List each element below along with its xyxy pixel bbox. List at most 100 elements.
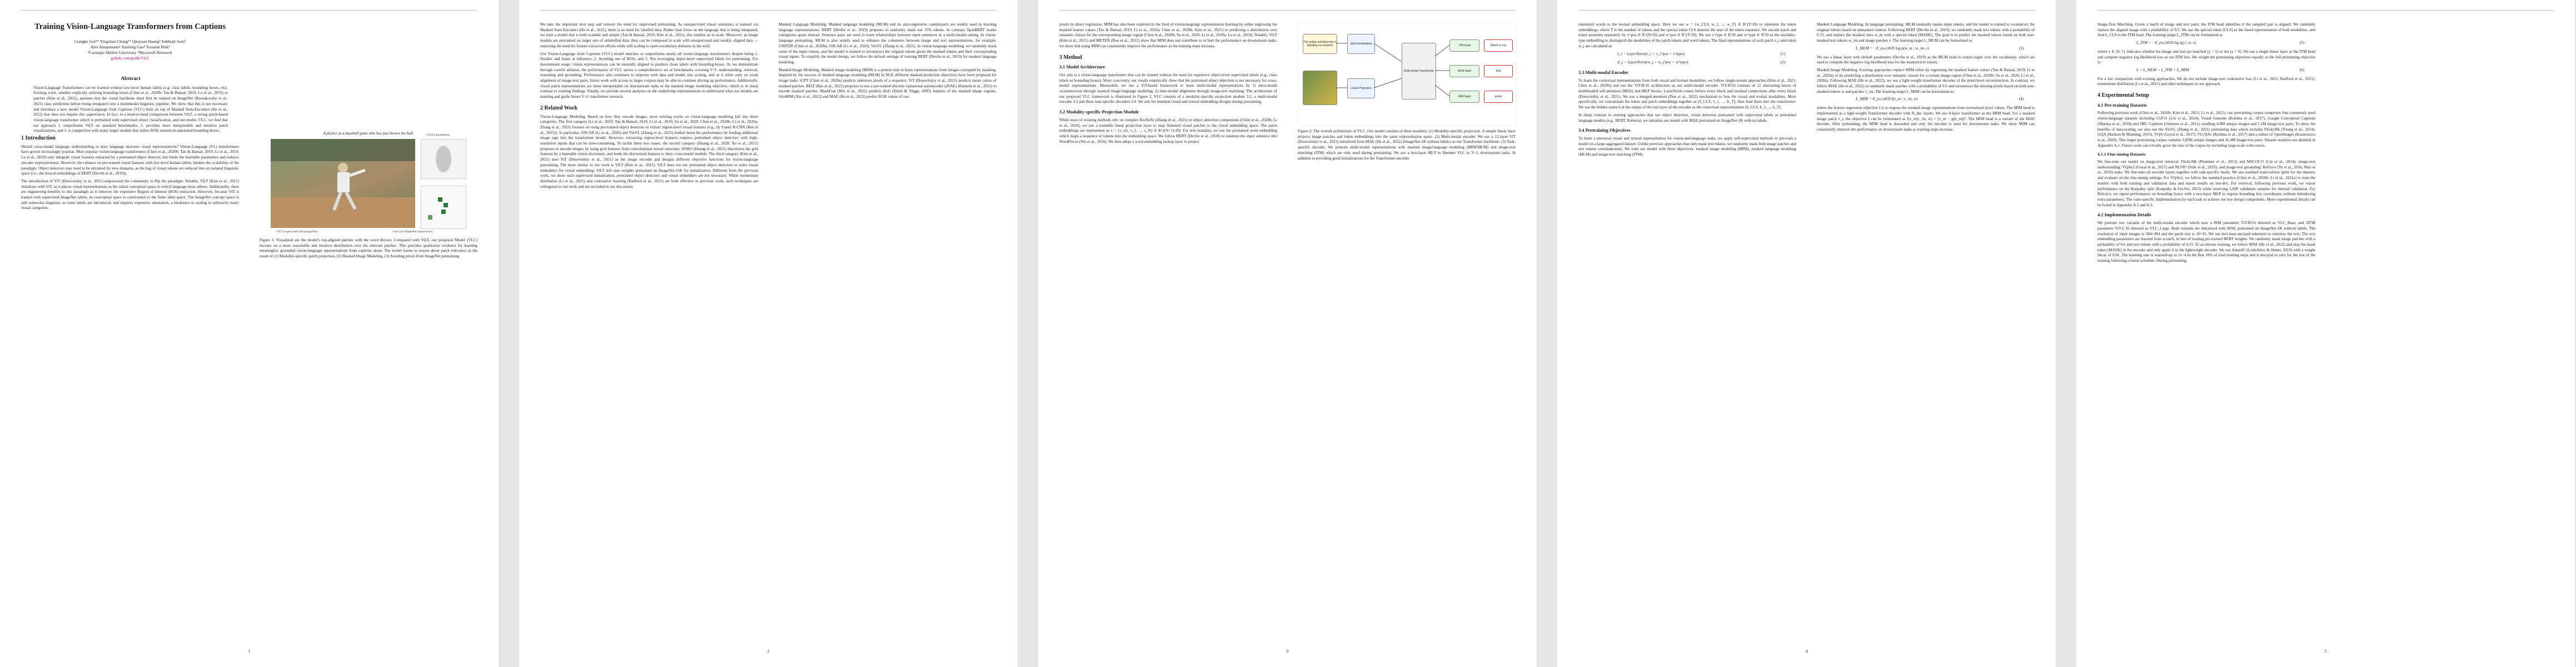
header-rule <box>1578 10 2035 11</box>
arrow <box>1434 44 1450 57</box>
paragraph: tokenized words to the textual embedding… <box>1578 22 1796 48</box>
paragraph: Masked Language Modeling. In language pr… <box>1817 22 2035 43</box>
subsection-heading: 4.2 Implementation Details <box>2097 212 2151 218</box>
coco-annotation-panel <box>421 139 466 179</box>
subsection-heading: 3.1 Model Architecture <box>1059 64 1105 70</box>
paragraph: We fine-tune our model on image-text ret… <box>2097 160 2315 207</box>
itm-head-box: ITM head <box>1449 39 1479 52</box>
page-number: 4 <box>1805 649 1808 654</box>
mlm-output: bird <box>1484 65 1513 77</box>
paragraph: Masked Image Modeling. Masked image mode… <box>779 67 996 99</box>
paragraph: Vision-Language Modeling. Based on how t… <box>540 114 758 189</box>
abstract: Abstract Vision-Language Transformers ca… <box>33 76 228 134</box>
stands <box>271 139 415 161</box>
page-number: 1 <box>248 649 251 654</box>
arrow <box>1373 78 1402 88</box>
intro-column: 1 Introduction Should cross-modal langua… <box>21 130 239 213</box>
page-2: We take the important next step and remo… <box>519 0 1018 667</box>
highlighted-patch <box>428 215 432 220</box>
abstract-heading: Abstract <box>121 76 141 82</box>
paragraph: For a fair comparison with existing appr… <box>2097 76 2315 87</box>
subsection-heading: 4.1 Pre-training Datasets <box>2097 102 2147 108</box>
section-heading: 4 Experimental Setup <box>2097 92 2149 99</box>
annotation-mask <box>436 146 451 172</box>
paragraph: To learn the contextual representations … <box>1578 78 1796 110</box>
paragraph: While most of existing methods rely on c… <box>1059 117 1277 144</box>
affiliations: ¹Carnegie Mellon University ²Microsoft R… <box>88 50 172 55</box>
paragraph: Masked Language Modeling. Masked languag… <box>779 22 996 64</box>
fig1-label: Ours (no ImageNet supervision) <box>393 230 433 233</box>
header-rule <box>540 10 996 11</box>
paragraph: We use a linear layer with default param… <box>1817 54 2035 65</box>
paragraph: Following previous work (Chen et al., 20… <box>2097 111 2315 148</box>
equation-4: L_MIM = E_(w,v)∈D f(v_m | v_\m, w)(4) <box>1856 97 2024 102</box>
pitcher-illustration <box>271 139 415 228</box>
transformer-box: Multi-modal Transformer <box>1402 43 1436 99</box>
patch-grid <box>428 197 448 220</box>
highlighted-patch <box>444 203 448 207</box>
subsubsection-heading: 4.1.1 Fine-tuning Datasets <box>2097 152 2146 157</box>
mim-head-box: MIM head <box>1449 91 1479 103</box>
fig1-label: COCO annotations <box>426 133 450 137</box>
arrow <box>1434 84 1450 97</box>
itm-output: Match or not <box>1484 39 1513 52</box>
left-column: Image-Text Matching. Given a batch of im… <box>2097 22 2315 266</box>
pitcher-leg <box>345 191 357 210</box>
pitcher-leg <box>332 191 342 211</box>
baseball-photo <box>271 139 415 228</box>
paragraph: where the feature regression objective f… <box>1817 106 2035 132</box>
equation-3: L_MLM = −E_(w,v)∈D log p(w_m | w_\m, v)(… <box>1856 46 2024 51</box>
highlighted-patch <box>441 210 446 214</box>
paragraph: Our aim is a vision-language transformer… <box>1059 72 1277 104</box>
left-column: pixels by direct regression. MIM has als… <box>1059 22 1277 147</box>
paragraph: where y ∈ {0, 1} indicates whether the i… <box>2097 49 2315 65</box>
page-1: Training Vision-Language Transformers fr… <box>0 0 499 667</box>
section-heading: 3 Method <box>1059 54 1082 61</box>
paragraph: Masked Image Modeling. Existing approach… <box>1817 67 2035 94</box>
pitcher-arm <box>349 168 366 177</box>
word-embedding-box: Word embedding <box>1347 34 1375 54</box>
header-rule <box>21 10 477 11</box>
subsection-heading: 3.3 Multi-modal Encoder <box>1578 69 1629 75</box>
bird-image-icon <box>1303 71 1337 105</box>
figure-2-architecture: The yellow and blue bird is standing on … <box>1298 22 1517 126</box>
figure-1-caption: Figure 1: Visualized are the model's top… <box>260 238 477 259</box>
page-4: tokenized words to the textual embedding… <box>1557 0 2056 667</box>
left-column: tokenized words to the textual embedding… <box>1578 22 1796 160</box>
infield-dirt <box>271 197 415 228</box>
paper-title: Training Vision-Language Transformers fr… <box>34 22 226 31</box>
arrow <box>1373 43 1402 62</box>
subsection-heading: 3.2 Modality-specific Projection Module <box>1059 109 1139 115</box>
equation-6: L = L_MLM + L_ITM + L_MIM(6) <box>2136 67 2304 72</box>
page-3: pixels by direct regression. MIM has als… <box>1038 0 1537 667</box>
fig1-label: ViLT (supervised with ImageNet) <box>276 230 318 233</box>
highlighted-patch <box>438 197 442 202</box>
pitcher-body <box>337 172 350 192</box>
equation-1: v̂_i = LayerNorm(v_i + v_i^pos + v^type)… <box>1617 51 1785 56</box>
page-5: Image-Text Matching. Given a batch of im… <box>2076 0 2575 667</box>
paragraph: pixels by direct regression. MIM has als… <box>1059 22 1277 48</box>
paragraph: We pretrain two variants of the multi-mo… <box>2097 221 2315 263</box>
right-column: Masked Language Modeling. In language pr… <box>1817 22 2035 135</box>
paragraph: To learn a universal visual and textual … <box>1578 136 1796 157</box>
pitcher-head <box>338 163 348 173</box>
author-block: Liangke Gui¹* Yingshan Chang¹* Qiuyuan H… <box>21 39 239 61</box>
page-number: 5 <box>2324 649 2327 654</box>
header-rule <box>2097 10 2554 11</box>
code-link[interactable]: github.com/guilk/VLC <box>111 56 150 61</box>
paragraph: The introduction of ViT (Dosovitskiy et … <box>21 178 239 211</box>
equation-2: ŵ_j = LayerNorm(w_j + w_j^pos + w^type).… <box>1617 60 1785 65</box>
paragraph: In sharp contrast to existing approaches… <box>1578 112 1796 123</box>
paragraph: Image-Text Matching. Given a batch of im… <box>2097 22 2315 38</box>
authors-line-1: Liangke Gui¹* Yingshan Chang¹* Qiuyuan H… <box>74 39 186 44</box>
mlm-head-box: MLM head <box>1449 65 1479 77</box>
paragraph: Should cross-modal language understandin… <box>21 144 239 176</box>
section-heading: 2 Related Work <box>540 104 578 111</box>
figure-2-caption: Figure 2: The overall architecture of VL… <box>1298 129 1516 161</box>
right-column: Masked Language Modeling. Masked languag… <box>779 22 996 102</box>
equation-5: L_ITM = −E_(w,v)∈D log p(y | w, v),(5) <box>2136 41 2304 46</box>
patch-visualization-panel <box>421 186 466 229</box>
annotation-silhouette <box>436 146 451 172</box>
paragraph: We take the important next step and remo… <box>540 22 758 48</box>
page-number: 3 <box>1286 649 1289 654</box>
